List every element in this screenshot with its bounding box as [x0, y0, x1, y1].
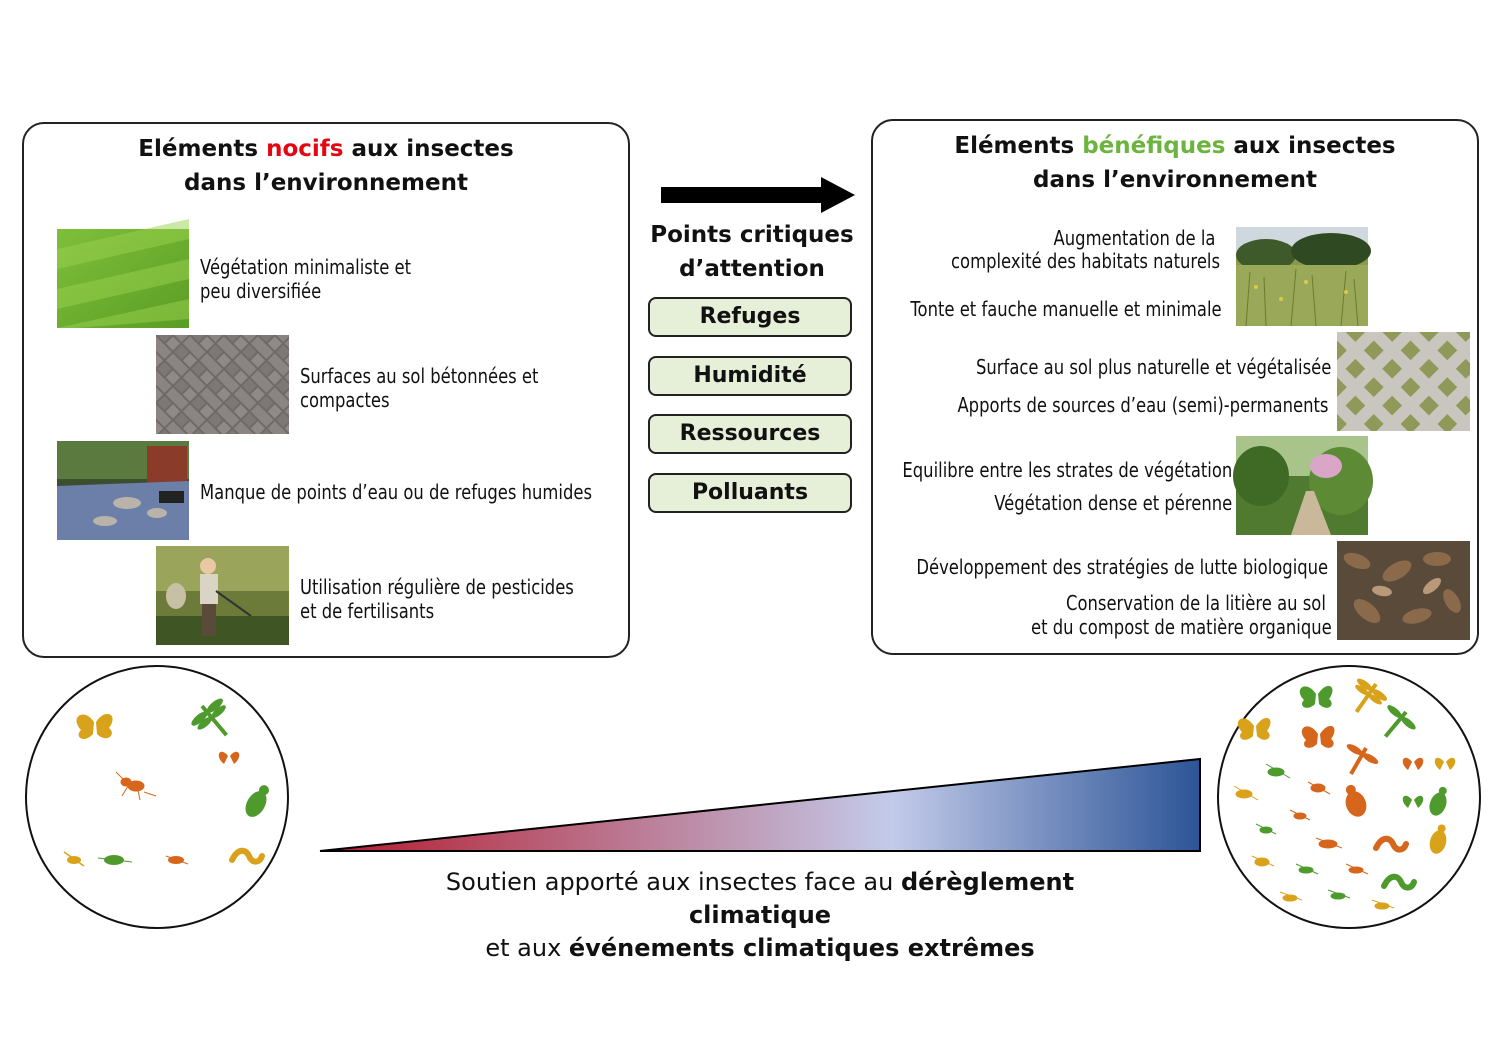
pill-humidite: Humidité [648, 356, 852, 396]
beetle-icon [1345, 784, 1367, 817]
harmful-item-2: Surfaces au sol bétonnées et compactes [300, 364, 539, 412]
caterpillar-icon [1373, 835, 1409, 853]
lawn-photo [57, 219, 189, 328]
arrow-right-icon [661, 177, 855, 213]
cricket-icon [1233, 785, 1259, 801]
harmful-item-1: Végétation minimaliste et peu diversifié… [200, 255, 412, 303]
ant-icon [1265, 763, 1291, 779]
ant-icon [1345, 863, 1369, 875]
butterfly-icon [1299, 685, 1333, 708]
abundant-insects-circle [1217, 665, 1481, 929]
benefiques-word: bénéfiques [1082, 133, 1226, 159]
cricket-icon [1371, 899, 1395, 910]
ant-icon [115, 771, 157, 801]
meadow-photo [1236, 227, 1371, 327]
pill-refuges: Refuges [648, 297, 852, 337]
pill-ressources: Ressources [648, 414, 852, 454]
bug-icon [1251, 855, 1275, 867]
moth-icon [1402, 795, 1424, 808]
bug-icon [97, 855, 133, 865]
beneficial-item-5: Apports de sources d’eau (semi)-permanen… [956, 393, 1328, 417]
pill-polluants: Polluants [648, 473, 852, 513]
butterfly-icon [1301, 725, 1335, 748]
dragonfly-icon [191, 698, 228, 737]
beneficial-item-4: Surface au sol plus naturelle et végétal… [975, 355, 1331, 379]
beneficial-item-2: complexité des habitats naturels [951, 249, 1220, 273]
sparse-insects-circle [25, 665, 289, 929]
harmful-panel-title: Eléments nocifs aux insectes dans l’envi… [138, 136, 514, 196]
ant-icon [1295, 863, 1319, 875]
ant-icon [1255, 823, 1277, 835]
moth-icon [1434, 757, 1456, 770]
dragonfly-icon [1346, 744, 1379, 775]
dragonfly-icon [1354, 678, 1387, 713]
caterpillar-icon [229, 847, 265, 865]
ant-icon [1289, 809, 1311, 821]
harmful-item-4: Utilisation régulière de pesticides et d… [300, 575, 574, 623]
beetle-icon [245, 785, 269, 817]
beneficial-item-3: Tonte et fauche manuelle et minimale [910, 297, 1222, 321]
beneficial-item-6: Equilibre entre les strates de végétatio… [902, 458, 1232, 482]
harmful-item-3: Manque de points d’eau ou de refuges hum… [200, 480, 592, 504]
support-caption: Soutien apporté aux insectes face au dér… [445, 868, 1075, 962]
beetle-icon [1429, 824, 1447, 854]
cricket-icon [1315, 837, 1343, 849]
pesticide-spraying-photo [156, 546, 289, 645]
support-gradient-wedge [319, 757, 1201, 852]
grass-pavers-photo [1337, 332, 1470, 431]
nocifs-word: nocifs [266, 136, 344, 162]
paving-photo [156, 335, 289, 434]
beneficial-item-8: Développement des stratégies de lutte bi… [916, 555, 1328, 579]
beneficial-item-1: Augmentation de la [1053, 226, 1215, 250]
moth-icon [218, 751, 240, 764]
woodland-path-photo [1233, 436, 1373, 535]
gravel-garden-photo [57, 441, 189, 540]
ant-icon [1307, 781, 1331, 795]
harmful-elements-panel: Eléments nocifs aux insectes dans l’envi… [22, 122, 630, 658]
ant-icon [165, 855, 189, 865]
beneficial-item-10: et du compost de matière organique [1031, 615, 1332, 639]
beneficial-panel-title: Eléments bénéfiques aux insectes dans l’… [954, 133, 1396, 193]
critical-points-title: Points critiques d’attention [650, 222, 854, 282]
beetle-icon [1429, 786, 1447, 816]
butterfly-icon [1237, 717, 1271, 740]
cricket-icon [63, 851, 85, 867]
beneficial-item-9: Conservation de la litière au sol [1066, 591, 1326, 615]
butterfly-icon [76, 713, 113, 739]
moth-icon [1402, 757, 1424, 770]
bug-icon [1279, 891, 1303, 902]
beneficial-item-7: Végétation dense et pérenne [994, 491, 1232, 515]
dragonfly-icon [1383, 705, 1416, 738]
caterpillar-icon [1381, 873, 1417, 891]
leaf-litter-photo [1337, 541, 1470, 640]
ant-icon [1327, 889, 1351, 900]
